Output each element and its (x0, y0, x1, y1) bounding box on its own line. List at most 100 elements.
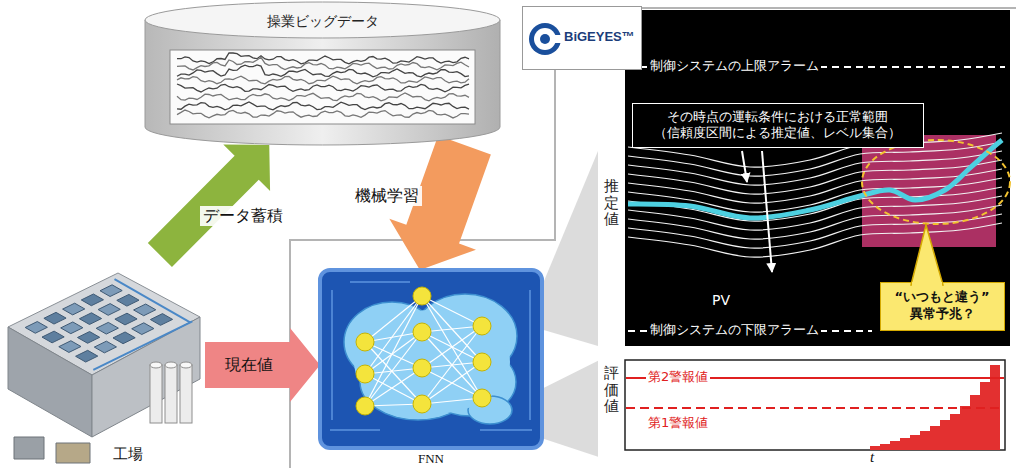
evaluation-bar (920, 431, 930, 450)
pv-line (628, 140, 1002, 218)
trend-line (177, 102, 469, 110)
arrow-label: 現在値 (222, 355, 276, 375)
network-node (473, 389, 491, 407)
network-node (413, 287, 431, 305)
axis-label: 推定値 (604, 178, 619, 228)
trend-line (177, 84, 469, 92)
tank-top (165, 362, 177, 368)
roof-equipment (42, 331, 64, 343)
evaluation-bar (910, 435, 920, 450)
roof-equipment (150, 314, 172, 326)
circuit-trace (529, 290, 531, 420)
factory-illustration (8, 273, 200, 463)
tank (180, 365, 192, 423)
database-title: 操業ビッグデータ (145, 12, 500, 30)
storage-arrow (148, 144, 270, 267)
trend-line (177, 53, 469, 64)
current-value-arrow (205, 328, 320, 402)
roof-equipment (79, 313, 101, 325)
network-node (356, 333, 374, 351)
transformer (14, 437, 44, 459)
arrow-label: データ蓄積 (200, 206, 286, 226)
network-link (365, 296, 422, 406)
alarm-level-label: 第2警報値 (646, 369, 710, 386)
arrow-label: 機械学習 (352, 186, 422, 206)
evaluation-bar (940, 420, 950, 450)
trend-chart (170, 50, 475, 124)
tank-top (150, 362, 162, 368)
roof-equipment (132, 323, 154, 335)
logo-text: BiGEYES™ (564, 29, 635, 46)
network-node (413, 323, 431, 341)
tank (165, 365, 177, 423)
first-alarm-line (626, 407, 1004, 409)
neural-network-illustration (320, 270, 542, 448)
roof-equipment (113, 332, 135, 344)
panel-ground (625, 10, 1010, 346)
output-fan (542, 361, 598, 457)
transformer (56, 443, 90, 463)
fnn-box: FNN (320, 270, 542, 468)
roof-equipment (44, 312, 66, 324)
evaluation-bar (880, 444, 890, 450)
evaluation-ground (625, 360, 1005, 450)
fnn-box-shape (320, 270, 542, 468)
circuit-trace (480, 429, 532, 431)
time-axis-label: t (870, 450, 874, 466)
roof-equipment (117, 294, 139, 306)
confidence-curve (628, 223, 1002, 257)
roof-equipment (100, 285, 122, 297)
callout-pointer (911, 225, 943, 285)
evaluation-bar (960, 406, 970, 450)
network-node (356, 365, 374, 383)
leader-arrow (742, 151, 747, 182)
factory-wall (92, 317, 200, 437)
roof-equipment (96, 322, 118, 334)
alarm-label: 制御システムの上限アラーム (648, 58, 821, 75)
database-cylinder: 操業ビッグデータ (145, 2, 500, 145)
factory-illustration: 工場 (0, 255, 205, 468)
roof-equipment (76, 350, 98, 362)
evaluation-chart: 評価値 第2警報値第1警報値 t (598, 355, 1010, 468)
evaluation-bar (950, 414, 960, 450)
pointer-joint (912, 282, 942, 286)
circuit-trace (350, 281, 410, 283)
cylinder-top (145, 2, 500, 38)
anomaly-ellipse (862, 140, 1010, 224)
trend-line (177, 57, 469, 70)
trend-line (177, 65, 469, 77)
network-node (473, 317, 491, 335)
roof-equipment (98, 304, 120, 316)
axis-label: 評価値 (604, 365, 619, 415)
fnn-label: FNN (320, 451, 542, 468)
tank (150, 365, 162, 423)
fnn-board (320, 270, 542, 448)
roof-equipment (61, 322, 83, 334)
learning-arrow (389, 136, 491, 270)
normal-range-box: その時点の運転条件における正常範囲 （信頼度区間による推定値、レベル集合） (632, 103, 924, 148)
tank-top (180, 362, 192, 368)
logo-box: BiGEYES™ (522, 6, 642, 70)
pipe (93, 321, 192, 370)
logo-gap (551, 35, 563, 43)
evaluation-bar (980, 382, 990, 450)
roof-equipment (134, 304, 156, 316)
evaluation-bar (970, 395, 980, 450)
roof-equipment (63, 303, 85, 315)
network-node (356, 397, 374, 415)
roof-equipment (25, 322, 47, 334)
trend-line (177, 93, 469, 101)
factory-label: 工場 (100, 445, 156, 465)
brain-core (354, 310, 510, 414)
network-node (413, 395, 431, 413)
roof-equipment (115, 313, 137, 325)
alarm-level-label: 第1警報値 (646, 415, 710, 432)
cylinder-body (145, 20, 500, 145)
callout-text: “いつもと違う” 異常予兆？ (887, 289, 997, 323)
output-fan (542, 151, 598, 346)
normal-range-text: その時点の運転条件における正常範囲 （信頼度区間による推定値、レベル集合） (638, 109, 917, 142)
network-node (473, 353, 491, 371)
roof-equipment (78, 332, 100, 344)
network-node (413, 359, 431, 377)
